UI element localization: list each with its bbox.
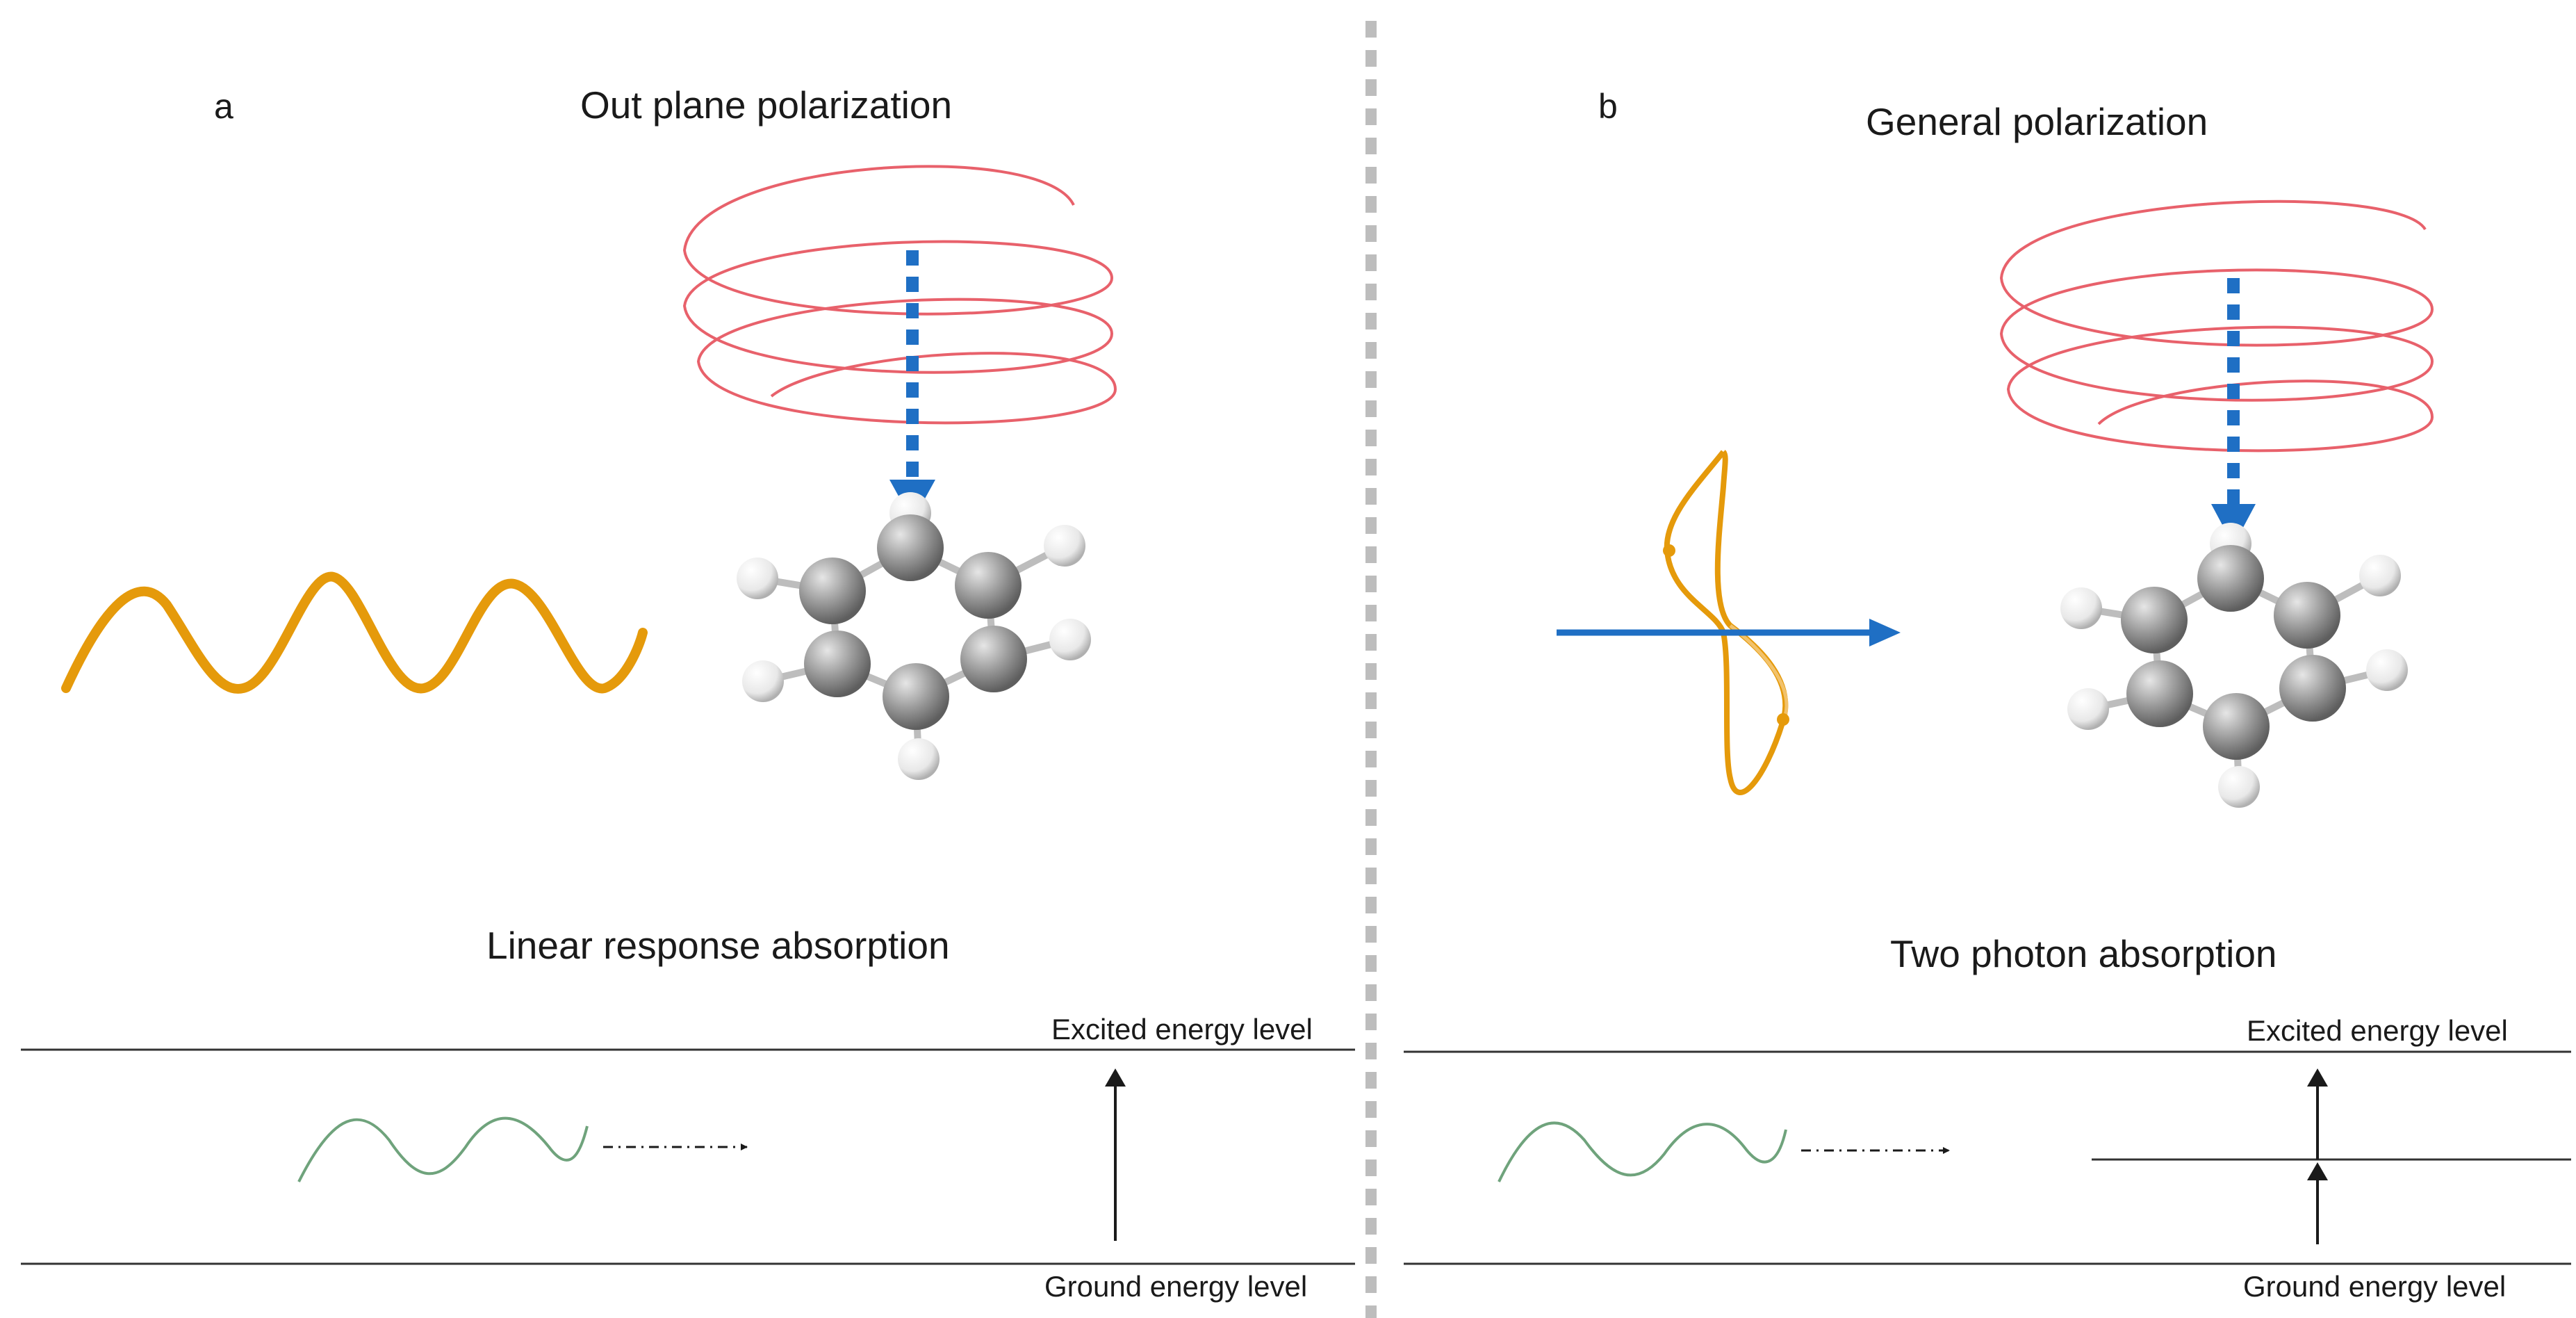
dipole-arrow-down [889, 250, 935, 521]
general-polarization-figure [1557, 450, 1901, 795]
benzene-molecule-icon [737, 492, 1091, 780]
panel-title: General polarization [1866, 100, 2208, 143]
process-title: Linear response absorption [486, 924, 950, 967]
panel-title: Out plane polarization [580, 83, 953, 127]
panel-b-drawing [1404, 200, 2571, 1265]
excited-level-label: Excited energy level [1051, 1013, 1313, 1046]
panel-a-drawing [21, 165, 1355, 1265]
panel-letter: b [1598, 87, 1618, 126]
panel-b: b General polarization Two photon absorp… [1397, 0, 2576, 1318]
panel-letter: a [214, 87, 233, 126]
polarization-helix [1999, 200, 2434, 453]
polarization-helix [682, 165, 1117, 425]
panel-a: a Out plane polarization Linear response… [21, 83, 1355, 1303]
benzene-molecule-icon [2060, 523, 2408, 808]
process-title: Two photon absorption [1890, 932, 2277, 975]
ground-level-label: Ground energy level [2243, 1270, 2507, 1303]
excited-level-label: Excited energy level [2247, 1014, 2508, 1047]
ground-level-label: Ground energy level [1044, 1270, 1308, 1303]
panel-divider [1365, 21, 1377, 1318]
dipole-arrow-down [2211, 278, 2256, 546]
small-photon-wave [1498, 1121, 1787, 1182]
incident-light-wave [61, 571, 648, 694]
small-photon-wave [297, 1116, 589, 1182]
